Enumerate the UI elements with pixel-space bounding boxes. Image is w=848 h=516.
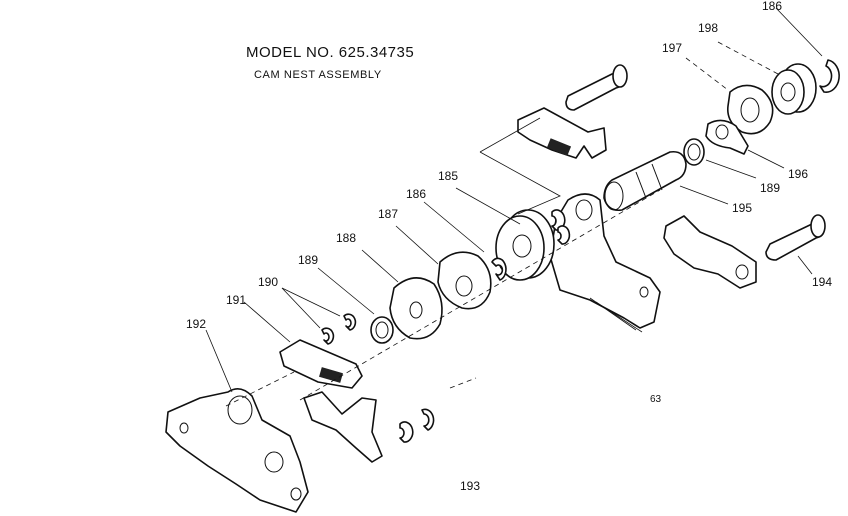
part-upper-pin [565,64,628,111]
part-198-roller [771,63,817,115]
part-193-lever [303,391,383,463]
callout-185: 185 [438,169,459,183]
callout-189-lower: 189 [298,253,319,267]
part-186-e-ring-top [819,59,840,93]
part-187-cam [437,251,492,310]
callout-198: 198 [698,21,719,35]
part-186-ring-lower [491,257,507,281]
callout-195: 195 [732,201,753,215]
callout-196: 196 [788,167,809,181]
part-185-disc [495,209,555,281]
callout-193: 193 [460,479,481,493]
callout-189-upper: 189 [760,181,781,195]
page-code: 63 [650,394,662,405]
part-191-link [279,339,363,389]
part-194-pin [765,214,826,261]
callout-197: 197 [662,41,683,55]
assembly-lines [225,41,779,407]
model-number-title: MODEL NO. 625.34735 [246,44,415,61]
part-e-rings-mid [551,209,571,245]
part-189-ring-upper [683,138,705,166]
part-188-cam [389,277,443,340]
part-189-ring-lower [370,316,394,344]
part-196-lever [705,119,749,155]
callout-191: 191 [226,293,247,307]
part-192-base-plate [165,388,309,513]
part-main-plate [549,193,661,333]
callout-194: 194 [812,275,833,289]
callout-188: 188 [336,231,357,245]
part-right-lever [663,215,757,289]
leader-lines [205,7,823,393]
callout-186-lower: 186 [406,187,427,201]
callout-186-top: 186 [762,0,783,13]
callout-192: 192 [186,317,207,331]
part-upper-bracket [517,107,607,159]
part-195-shaft [603,150,687,212]
part-190-rings [321,313,357,345]
callout-190: 190 [258,275,279,289]
part-193-rings [399,408,435,443]
assembly-subtitle: CAM NEST ASSEMBLY [254,69,382,81]
callout-187: 187 [378,207,399,221]
